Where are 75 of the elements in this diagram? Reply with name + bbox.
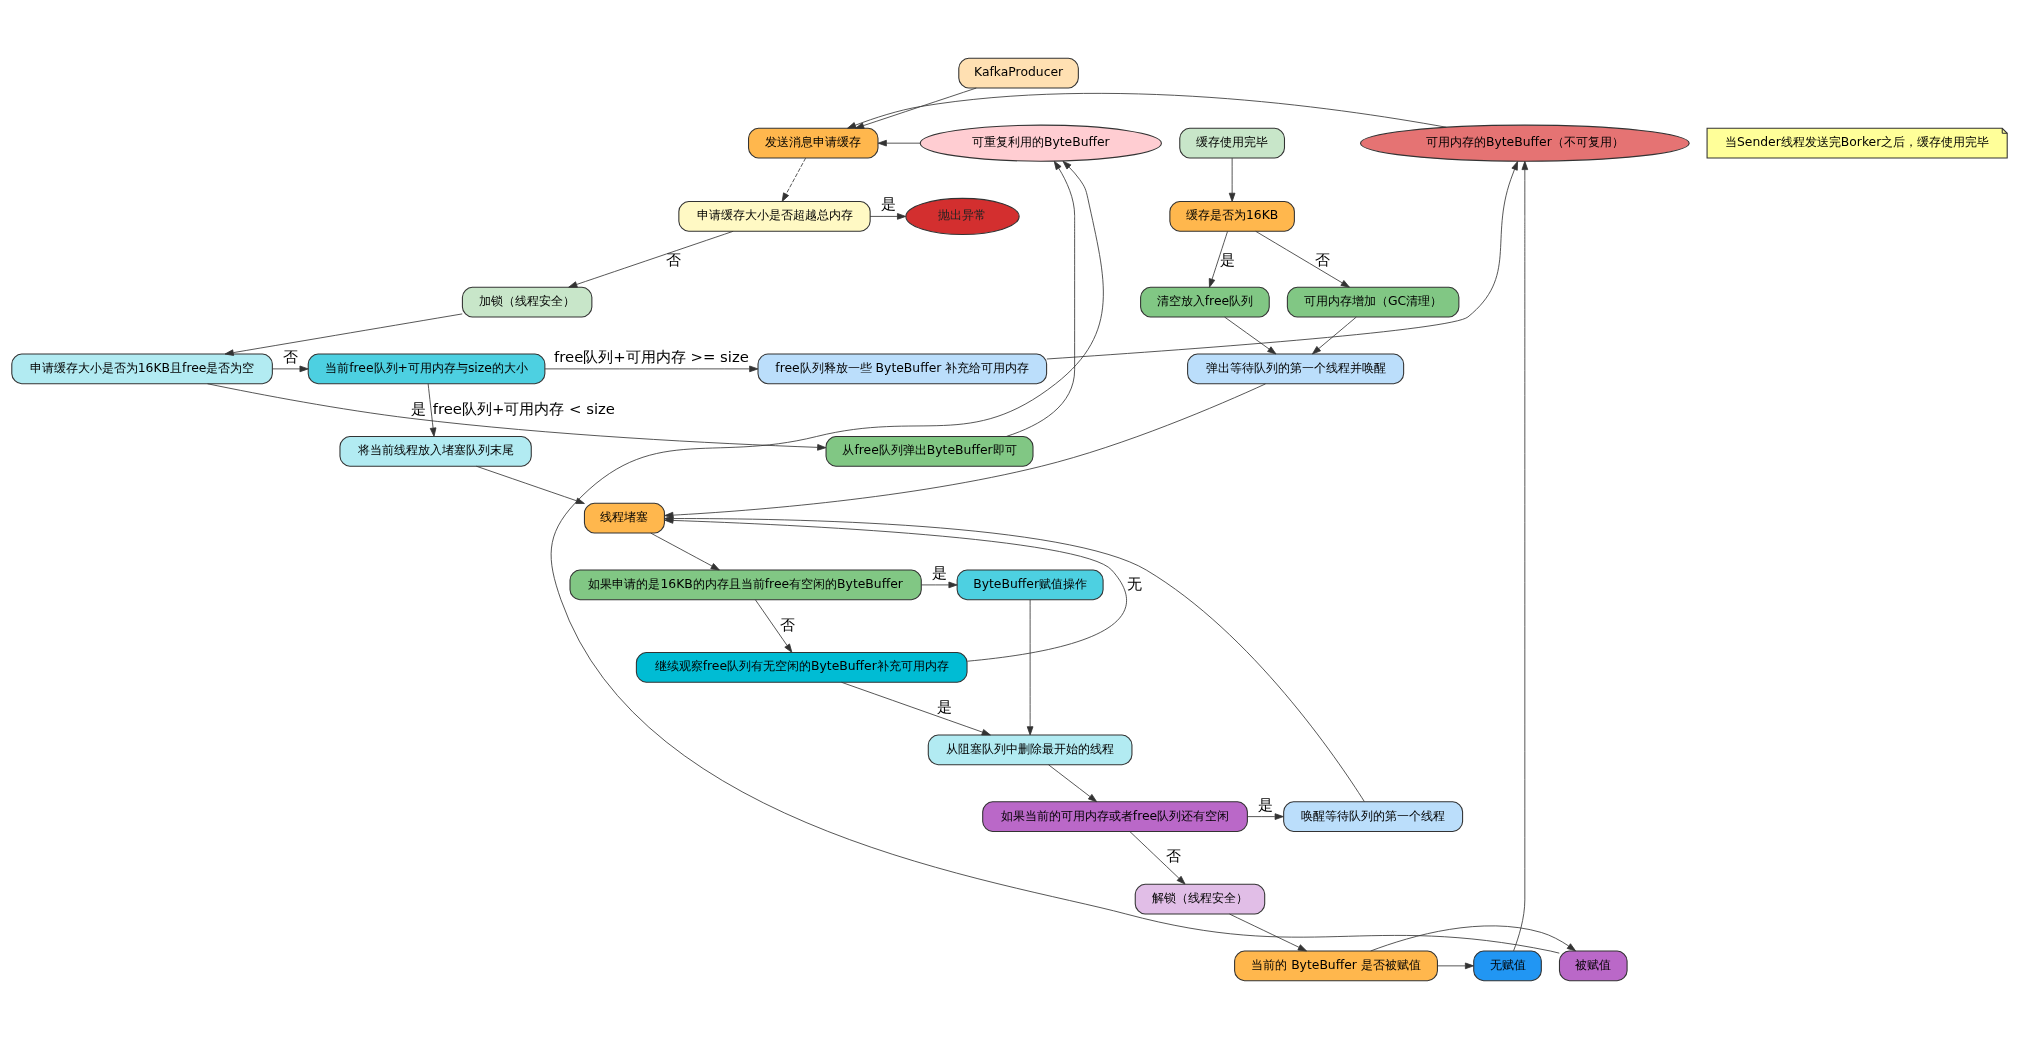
- edge-label: free队列+可用内存 < size: [432, 399, 615, 417]
- node-box: 解锁（线程安全）: [1134, 883, 1266, 915]
- arrow: [841, 681, 991, 736]
- edge-label: 否: [1314, 250, 1330, 268]
- arrow: [544, 365, 759, 373]
- node-box: 缓存使用完毕: [1179, 127, 1286, 159]
- arrow: [207, 383, 827, 451]
- arrow: [550, 160, 1560, 954]
- node-box: 可用内存增加（GC清理）: [1286, 286, 1460, 318]
- node-box: 将当前线程放入堵塞队列末尾: [339, 435, 532, 467]
- node-box: 从free队列弹出ByteBuffer即可: [825, 435, 1034, 467]
- edge-label: 是: [1258, 795, 1274, 813]
- arrow: [272, 365, 309, 373]
- node-box: 继续观察free队列有无空闲的ByteBuffer补充可用内存: [635, 652, 968, 683]
- node-box: 当前的 ByteBuffer 是否被赋值: [1234, 950, 1438, 982]
- node-box: 当前free队列+可用内存与size的大小: [307, 353, 546, 385]
- node-ellipse: 抛出异常: [905, 197, 1020, 235]
- edge-label: 无: [1126, 574, 1142, 592]
- arrow: [1513, 160, 1529, 952]
- edge-label: 否: [779, 615, 795, 633]
- node-box: 被赋值: [1558, 950, 1628, 982]
- arrow: [877, 139, 921, 147]
- node-box: 清空放入free队列: [1140, 286, 1270, 318]
- node-box: 申请缓存大小是否为16KB且free是否为空: [11, 353, 273, 385]
- node-box: 加锁（线程安全）: [461, 286, 593, 318]
- node-box: KafkaProducer: [958, 57, 1079, 89]
- arrow: [1005, 160, 1076, 437]
- arrow: [224, 313, 463, 356]
- node-box: ByteBuffer赋值操作: [956, 569, 1104, 601]
- arrow: [1208, 231, 1228, 288]
- arrow: [1026, 599, 1034, 736]
- arrow: [869, 213, 907, 220]
- edge-label: 是: [931, 563, 947, 581]
- node-box: free队列释放一些 ByteBuffer 补充给可用内存: [757, 353, 1048, 385]
- arrow: [427, 383, 437, 437]
- arrow: [650, 532, 720, 571]
- node-box: 无赋值: [1473, 950, 1542, 982]
- arrow: [847, 93, 1447, 129]
- arrow: [755, 599, 793, 653]
- arrow: [1255, 230, 1350, 288]
- node-ellipse: 可用内存的ByteBuffer（不可复用）: [1359, 124, 1690, 162]
- arrow: [568, 230, 734, 288]
- node-box: 如果申请的是16KB的内存且当前free有空闲的ByteBuffer: [569, 569, 922, 601]
- arrow: [1437, 962, 1474, 970]
- node-box: 弹出等待队列的第一个线程并唤醒: [1187, 353, 1405, 385]
- edge-label: 否: [282, 347, 298, 365]
- arrow: [1046, 161, 1518, 360]
- edge-label: 是: [880, 195, 896, 213]
- node-box: 如果当前的可用内存或者free队列还有空闲: [982, 801, 1248, 832]
- node-box: 唤醒等待队列的第一个线程: [1283, 801, 1464, 832]
- arrow: [1228, 157, 1236, 202]
- arrow: [1229, 913, 1307, 952]
- arrow: [781, 157, 806, 202]
- arrow: [1247, 813, 1284, 820]
- arrow: [475, 465, 585, 504]
- arrow: [664, 383, 1266, 519]
- node-box: 缓存是否为16KB: [1169, 201, 1295, 232]
- edge-label: 是: [1220, 250, 1236, 268]
- arrow: [855, 87, 977, 129]
- arrow: [1048, 764, 1098, 803]
- edge-label: free队列+可用内存 >= size: [554, 347, 749, 365]
- edge-label: 是: [937, 698, 953, 716]
- edge-label: 否: [666, 250, 681, 268]
- node-box: 申请缓存大小是否超越总内存: [678, 201, 871, 232]
- arrow: [1370, 925, 1576, 952]
- arrow: [920, 581, 958, 589]
- arrow: [1129, 831, 1186, 885]
- edge-label: 是: [411, 399, 427, 417]
- node-box: 从阻塞队列中删除最开始的线程: [927, 734, 1133, 766]
- node-ellipse: 可重复利用的ByteBuffer: [919, 124, 1162, 162]
- node-box: 发送消息申请缓存: [748, 127, 879, 159]
- node-box: 线程堵塞: [583, 502, 665, 534]
- arrow: [1312, 316, 1357, 355]
- arrow: [1224, 316, 1277, 355]
- edge-label: 否: [1165, 847, 1181, 865]
